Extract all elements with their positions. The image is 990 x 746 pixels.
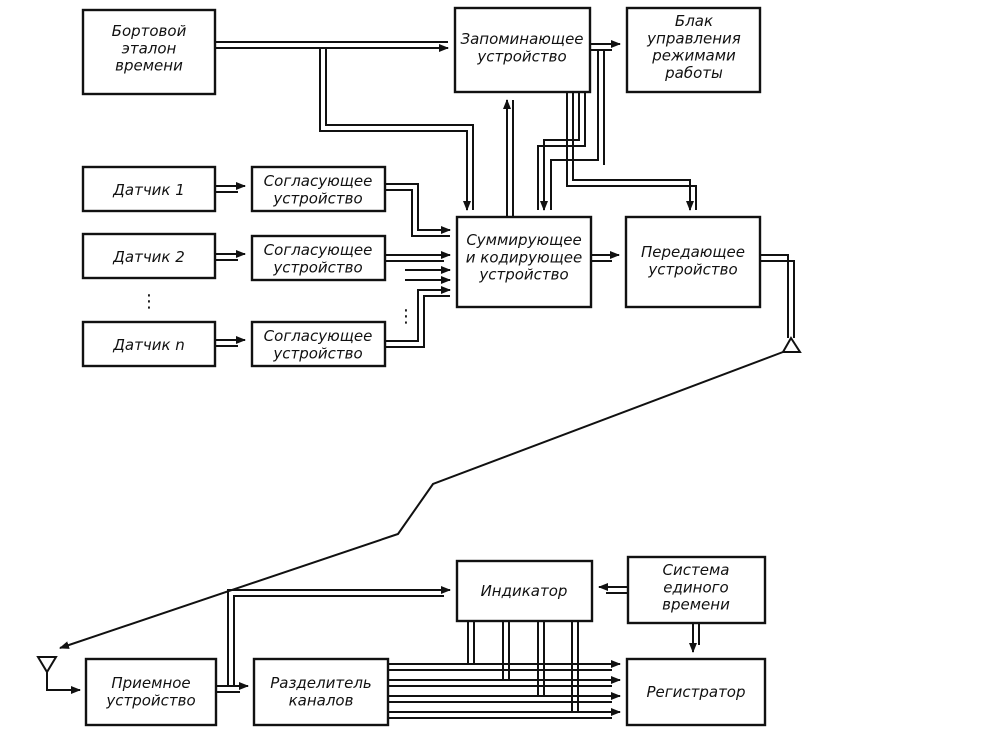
sensor-n-label: Датчик n — [112, 336, 185, 354]
label-line: устройство — [272, 344, 362, 362]
sensor-1-block: Датчик 1 — [81, 165, 217, 213]
input-ellipsis: ⋮ — [397, 306, 415, 327]
label-line: устройство — [478, 266, 568, 284]
label-line: управления — [646, 29, 741, 47]
label-line: устройство — [272, 189, 362, 207]
label-line: Согласующее — [264, 241, 373, 259]
sensor-n-block: Датчик n — [81, 320, 217, 368]
indicator-label: Индикатор — [481, 582, 568, 600]
label-line: работы — [664, 64, 723, 82]
label-line: Индикатор — [481, 582, 568, 600]
transmit-antenna-icon — [781, 336, 802, 353]
label-line: каналов — [289, 691, 354, 709]
label-line: устройство — [647, 260, 737, 278]
label-line: Передающее — [641, 243, 745, 261]
recorder-label: Регистратор — [646, 683, 745, 701]
label-line: устройство — [476, 47, 566, 65]
label-line: времени — [115, 57, 183, 75]
label-line: Датчик 1 — [112, 181, 185, 199]
label-line: Разделитель — [270, 674, 372, 692]
label-line: времени — [662, 596, 730, 614]
connection-lines-top — [215, 40, 795, 348]
label-line: Регистратор — [646, 683, 745, 701]
label-line: Блак — [675, 12, 713, 30]
label-line: и кодирующее — [466, 248, 582, 266]
label-line: Запоминающее — [460, 30, 583, 48]
label-line: Согласующее — [264, 327, 373, 345]
label-line: Датчик 2 — [112, 248, 185, 266]
connection-lines-bottom — [216, 583, 700, 719]
label-line: Бортовой — [112, 22, 187, 40]
recorder-block: Регистратор — [625, 657, 767, 727]
label-line: режимами — [651, 47, 736, 65]
sensor-ellipsis: ⋮ — [140, 291, 158, 312]
label-line: устройство — [105, 691, 195, 709]
label-line: Приемное — [111, 674, 190, 692]
label-line: Система — [663, 561, 730, 579]
label-line: Согласующее — [264, 172, 373, 190]
sensor-2-block: Датчик 2 — [81, 232, 217, 280]
label-line: Суммирующее — [466, 231, 581, 249]
label-line: устройство — [272, 258, 362, 276]
sensor-2-label: Датчик 2 — [112, 248, 185, 266]
label-line: Датчик n — [112, 336, 185, 354]
sensor-1-label: Датчик 1 — [112, 181, 185, 199]
label-line: единого — [663, 578, 728, 596]
receive-antenna-icon — [36, 656, 81, 694]
indicator-block: Индикатор — [455, 559, 594, 623]
label-line: эталон — [122, 39, 177, 57]
